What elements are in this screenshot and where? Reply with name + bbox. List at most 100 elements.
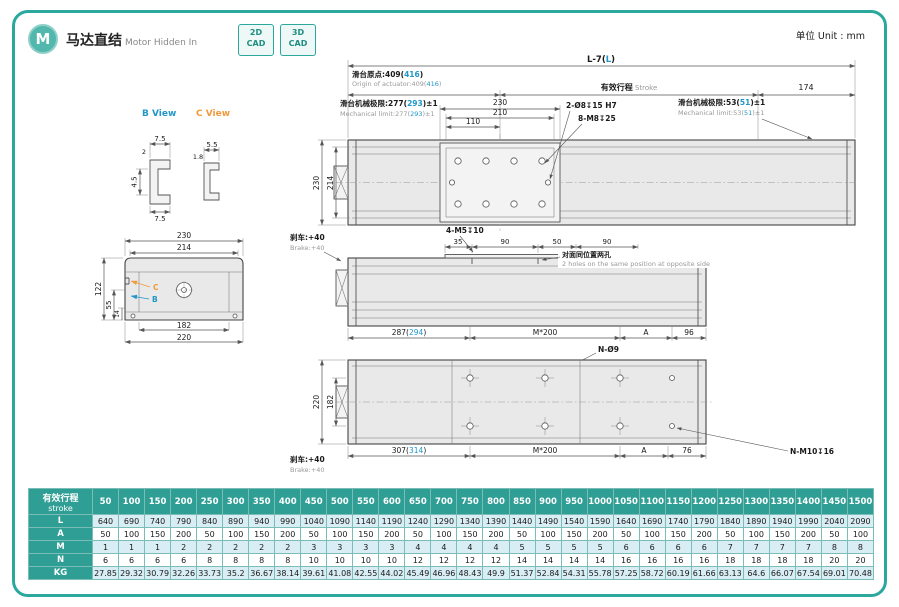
data-cell: 1590 (586, 514, 614, 528)
plan-view: L-7(L) 滑台原点:409(416) Origin of actuator:… (312, 55, 858, 231)
data-cell: 42.55 (352, 566, 380, 580)
data-cell: 740 (144, 514, 172, 528)
stroke-value-cell: 350 (248, 488, 276, 515)
page-title-en: Motor Hidden In (125, 38, 198, 48)
side-brake-en: Brake:+40 (290, 244, 325, 252)
data-cell: 33.73 (196, 566, 224, 580)
data-cell: 50 (91, 527, 120, 541)
data-cell: 840 (196, 514, 224, 528)
stroke-value-cell: 750 (456, 488, 484, 515)
plan-dim-110: 110 (466, 117, 481, 126)
technical-drawing: B View C View 7.5 2 4.5 7.5 (94, 55, 858, 474)
stroke-value-cell: 400 (274, 488, 302, 515)
page-title-cn: 马达直结 (66, 33, 122, 49)
c-view-dim-lines (203, 147, 220, 161)
stroke-value-cell: 800 (482, 488, 510, 515)
data-cell: 200 (274, 527, 302, 541)
stroke-value-cell: 500 (326, 488, 354, 515)
cad-3d-button[interactable]: 3D CAD (280, 24, 316, 56)
plan-origin-cn: 滑台原点:409(416) (352, 69, 423, 79)
data-cell: 100 (534, 527, 562, 541)
stroke-value-cell: 450 (300, 488, 328, 515)
data-cell: 2 (222, 540, 250, 554)
plan-dim-210: 210 (493, 108, 508, 117)
data-cell: 36.67 (248, 566, 276, 580)
cad-2d-button[interactable]: 2D CAD (238, 24, 274, 56)
data-cell: 18 (742, 553, 770, 567)
dowel-hole-callout: 2-Ø8↧15 H7 (566, 101, 617, 110)
plan-dim-230: 230 (493, 98, 508, 107)
stroke-value-cell: 1350 (768, 488, 796, 515)
data-cell: 4 (404, 540, 432, 554)
data-cell: 200 (170, 527, 198, 541)
data-cell: 60.19 (664, 566, 692, 580)
data-cell: 5 (560, 540, 588, 554)
data-cell: 8 (248, 553, 276, 567)
row-label-cell: L (28, 514, 93, 528)
data-cell: 41.08 (326, 566, 354, 580)
data-cell: 200 (378, 527, 406, 541)
row-label-cell: A (28, 527, 93, 541)
side-dim-lines (347, 244, 707, 341)
data-cell: 100 (742, 527, 770, 541)
data-cell: 69.01 (820, 566, 848, 580)
data-cell: 1290 (430, 514, 458, 528)
data-cell: 12 (456, 553, 484, 567)
stroke-value-cell: 850 (508, 488, 536, 515)
note-backing (558, 249, 770, 268)
data-cell: 3 (378, 540, 406, 554)
data-cell: 50 (820, 527, 848, 541)
data-cell: 1690 (638, 514, 666, 528)
data-cell: 44.02 (378, 566, 406, 580)
data-cell: 1940 (768, 514, 796, 528)
data-cell: 3 (352, 540, 380, 554)
m10-hole-leader (676, 427, 789, 452)
stroke-value-cell: 1400 (794, 488, 822, 515)
data-cell: 29.32 (118, 566, 146, 580)
data-cell: 2090 (846, 514, 875, 528)
bottom-dim-307: 307(314) (392, 446, 427, 455)
c-dim-5-5: 5.5 (206, 141, 217, 149)
data-cell: 200 (794, 527, 822, 541)
data-cell: 27.85 (91, 566, 120, 580)
data-cell: 58.72 (638, 566, 666, 580)
data-cell: 50 (508, 527, 536, 541)
b-dim-4-5: 4.5 (131, 176, 139, 187)
tap-hole-leader (544, 123, 583, 164)
section-dim-230: 230 (177, 231, 192, 240)
side-dim-m200: M*200 (533, 328, 558, 337)
section-dim-220: 220 (177, 333, 192, 342)
data-cell: 150 (560, 527, 588, 541)
data-cell: 1140 (352, 514, 380, 528)
data-cell: 1340 (456, 514, 484, 528)
section-dim-55: 55 (105, 301, 113, 310)
data-cell: 48.43 (456, 566, 484, 580)
data-cell: 12 (482, 553, 510, 567)
data-cell: 50 (300, 527, 328, 541)
stroke-value-cell: 1450 (820, 488, 848, 515)
data-cell: 66.07 (768, 566, 796, 580)
data-cell: 150 (456, 527, 484, 541)
data-cell: 70.48 (846, 566, 875, 580)
b-mark: B (152, 295, 158, 304)
plan-origin-en: Origin of actuator:409(416) (352, 80, 441, 88)
stroke-value-cell: 650 (404, 488, 432, 515)
plan-dim-v230: 230 (312, 176, 321, 191)
data-cell: 1040 (300, 514, 328, 528)
side-brake-cn: 刹车:+40 (290, 232, 325, 242)
bottom-body-lines (335, 360, 714, 444)
data-cell: 150 (768, 527, 796, 541)
data-cell: 6 (91, 553, 120, 567)
data-cell: 8 (222, 553, 250, 567)
data-cell: 51.37 (508, 566, 536, 580)
c-mark: C (153, 283, 159, 292)
b-mark-leader (130, 294, 150, 300)
stroke-value-cell: 100 (118, 488, 146, 515)
bottom-dim-v182: 182 (326, 395, 335, 410)
data-cell: 10 (300, 553, 328, 567)
